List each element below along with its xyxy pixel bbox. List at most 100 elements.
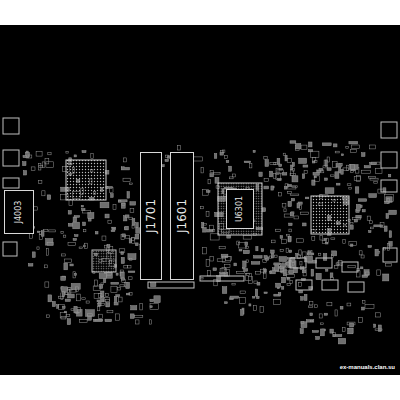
smd-part <box>290 194 299 196</box>
smd-part <box>66 315 70 317</box>
smd-part <box>76 287 79 291</box>
smd-part <box>70 264 73 266</box>
smd-part <box>273 174 276 179</box>
smd-part <box>389 231 391 238</box>
smd-part <box>246 274 252 281</box>
smd-part <box>356 204 360 210</box>
smd-part <box>140 303 143 310</box>
smd-part <box>129 293 132 296</box>
smd-part <box>126 282 130 288</box>
smd-part <box>222 150 225 153</box>
smd-part <box>151 283 156 287</box>
smd-part <box>354 219 357 222</box>
smd-part <box>240 297 246 303</box>
smd-part <box>348 266 355 268</box>
connector-outline <box>381 122 397 138</box>
smd-part <box>97 300 104 302</box>
smd-part <box>210 171 213 173</box>
smd-part <box>150 299 154 302</box>
smd-part <box>358 199 366 202</box>
connector-outline <box>381 180 397 192</box>
smd-part <box>32 252 35 258</box>
smd-part <box>120 285 124 287</box>
smd-part <box>123 158 126 162</box>
smd-part <box>83 222 86 226</box>
smd-part <box>289 270 293 274</box>
smd-part <box>271 250 275 253</box>
smd-part <box>49 230 56 232</box>
memory-slot: J1701 <box>140 152 162 280</box>
smd-part <box>313 172 319 175</box>
smd-part <box>58 304 64 309</box>
smd-part <box>292 186 298 188</box>
smd-part <box>364 166 370 168</box>
smd-part <box>389 242 392 247</box>
smd-part <box>122 203 125 205</box>
smd-part <box>365 305 374 309</box>
smd-part <box>222 256 230 262</box>
smd-part <box>206 211 209 216</box>
smd-part <box>203 223 206 225</box>
smd-part <box>31 167 35 171</box>
smd-part <box>243 236 251 240</box>
smd-part <box>312 161 314 163</box>
smd-part <box>62 254 66 256</box>
smd-part <box>340 306 343 309</box>
smd-part <box>47 195 51 200</box>
smd-part <box>47 315 50 318</box>
smd-part <box>279 257 286 262</box>
smd-part <box>336 183 340 185</box>
smd-part <box>282 173 287 176</box>
smd-part <box>306 320 313 322</box>
smd-part <box>226 160 229 162</box>
smd-part <box>301 212 309 214</box>
smd-part <box>129 277 132 280</box>
small-components <box>21 141 396 344</box>
board-ground <box>0 25 400 375</box>
smd-part <box>99 294 102 298</box>
smd-part <box>269 171 272 177</box>
smd-part <box>282 204 286 207</box>
smd-part <box>48 295 52 302</box>
smd-part <box>129 258 132 260</box>
smd-part <box>384 226 387 231</box>
smd-part <box>48 153 51 155</box>
smd-part <box>229 177 233 179</box>
smd-part <box>320 329 324 336</box>
smd-part <box>98 307 100 311</box>
smd-part <box>65 299 70 301</box>
smd-part <box>121 167 129 170</box>
smd-part <box>213 268 217 271</box>
smd-part <box>375 169 382 174</box>
smd-part <box>349 141 358 144</box>
smd-part <box>219 247 225 249</box>
smd-part <box>214 172 220 174</box>
smd-part <box>375 249 378 256</box>
smd-part <box>247 273 250 275</box>
smd-part <box>130 183 133 185</box>
smd-part <box>126 236 130 239</box>
smd-part <box>370 178 378 180</box>
smd-part <box>284 209 286 212</box>
smd-part <box>240 291 246 294</box>
smd-part <box>325 178 328 180</box>
smd-part <box>294 216 299 219</box>
smd-part <box>368 246 371 248</box>
smd-part <box>309 150 313 152</box>
smd-part <box>349 241 357 245</box>
smd-part <box>303 269 306 276</box>
smd-part <box>319 314 322 318</box>
smd-part <box>93 319 102 321</box>
smd-part <box>118 297 122 302</box>
smd-part <box>288 201 291 206</box>
smd-part <box>95 232 98 235</box>
smd-part <box>135 320 139 324</box>
smd-part <box>350 165 354 170</box>
smd-part <box>149 320 151 324</box>
smd-part <box>336 263 339 265</box>
smd-part <box>369 194 377 198</box>
smd-part <box>88 219 91 222</box>
smd-part <box>129 217 132 219</box>
smd-part <box>150 304 158 310</box>
smd-part <box>118 287 121 290</box>
